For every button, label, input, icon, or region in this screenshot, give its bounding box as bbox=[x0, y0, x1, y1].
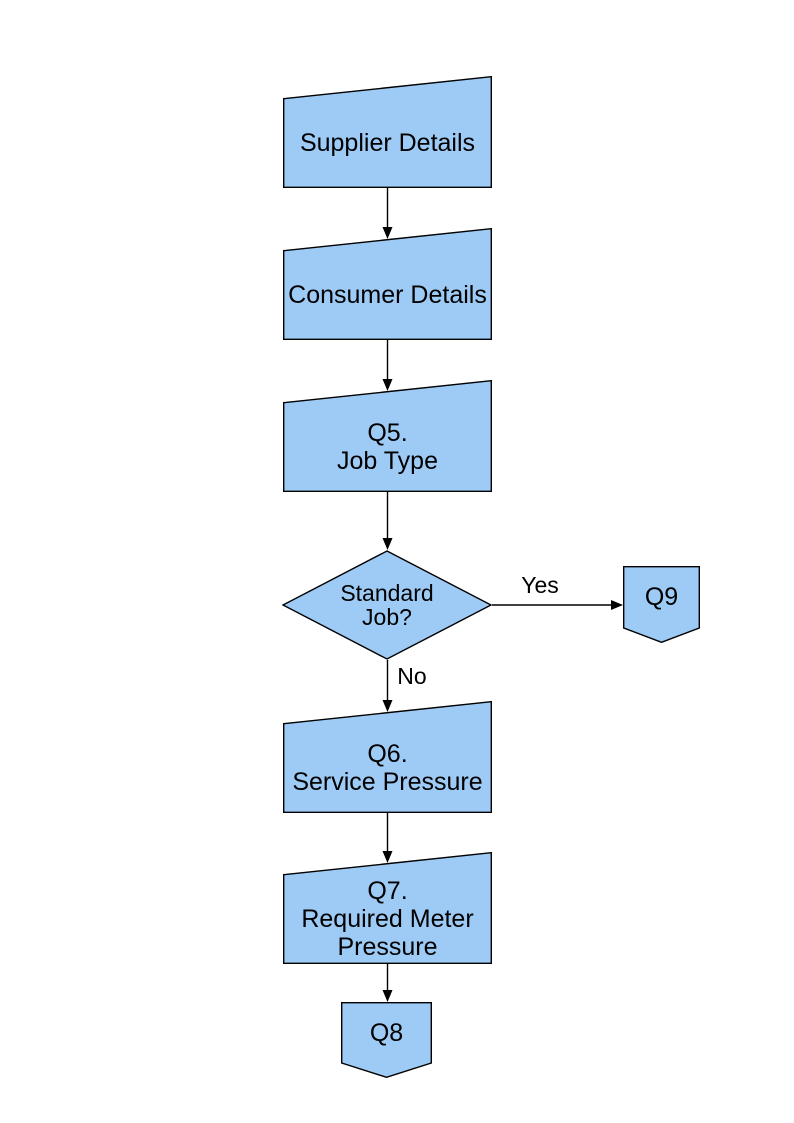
arrow-supplier-to-consumer bbox=[382, 188, 393, 239]
arrow-q6-to-q7 bbox=[382, 813, 393, 863]
node-label-supplier-details: Supplier Details bbox=[299, 129, 476, 157]
arrow-q7-to-q8 bbox=[382, 964, 393, 1002]
decision-diamond-shape bbox=[282, 550, 492, 660]
arrow-decision-to-q6 bbox=[382, 660, 393, 712]
node-label-q9: Q9 bbox=[644, 583, 679, 611]
node-supplier-details: Supplier Details bbox=[283, 76, 492, 188]
node-label-q6-service-pressure: Q6. Service Pressure bbox=[292, 740, 483, 796]
node-q7-required-meter-pressure: Q7. Required Meter Pressure bbox=[283, 852, 492, 964]
manual-operation-shape bbox=[283, 852, 492, 964]
manual-operation-shape bbox=[283, 380, 492, 492]
manual-operation-shape bbox=[283, 76, 492, 188]
manual-operation-shape bbox=[283, 701, 492, 813]
connector-q8: Q8 bbox=[341, 1002, 432, 1078]
decision-standard-job: Standard Job? bbox=[282, 550, 492, 660]
arrow-q5-to-decision bbox=[382, 492, 393, 550]
node-label-standard-job: Standard Job? bbox=[340, 580, 434, 630]
off-page-connector-shape bbox=[623, 566, 700, 643]
node-q5-job-type: Q5. Job Type bbox=[283, 380, 492, 492]
manual-operation-shape bbox=[283, 228, 492, 340]
edge-label-no: No bbox=[397, 663, 427, 689]
node-q6-service-pressure: Q6. Service Pressure bbox=[283, 701, 492, 813]
off-page-connector-shape bbox=[341, 1002, 432, 1078]
edge-label-yes: Yes bbox=[521, 572, 559, 598]
node-label-consumer-details: Consumer Details bbox=[288, 281, 487, 309]
arrow-decision-to-q9 bbox=[492, 600, 623, 610]
node-label-q5-job-type: Q5. Job Type bbox=[336, 419, 438, 475]
connector-q9: Q9 bbox=[623, 566, 700, 643]
node-label-q7-required-meter-pressure: Q7. Required Meter Pressure bbox=[301, 877, 474, 961]
node-consumer-details: Consumer Details bbox=[283, 228, 492, 340]
node-label-q8: Q8 bbox=[369, 1018, 404, 1047]
arrow-consumer-to-q5 bbox=[382, 340, 393, 391]
